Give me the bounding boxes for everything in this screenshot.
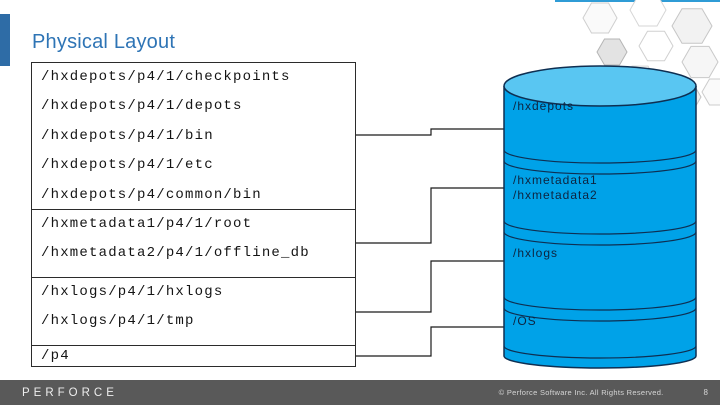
title-accent-bar: [0, 14, 10, 66]
disk-label-hxdepots: /hxdepots: [513, 99, 574, 113]
path-item: /hxmetadata1/p4/1/root: [41, 216, 253, 232]
path-group-p4: /p4: [31, 345, 356, 367]
disk-label-os: /OS: [513, 314, 537, 328]
path-item: /hxdepots/p4/1/bin: [41, 127, 214, 144]
connector-os: [356, 326, 506, 357]
disk-divider: [503, 307, 697, 322]
connector-hxmetadata: [356, 187, 506, 244]
path-item: /hxlogs/p4/1/tmp: [41, 313, 195, 329]
disk-label-hxlogs: /hxlogs: [513, 246, 558, 260]
disk-body: [503, 86, 697, 369]
perforce-logo: PERFORCE: [22, 386, 118, 399]
disk-divider: [503, 231, 697, 246]
path-item: /hxmetadata2/p4/1/offline_db: [41, 245, 310, 261]
path-item: /p4: [41, 348, 70, 364]
path-item: /hxdepots/p4/1/etc: [41, 157, 214, 174]
path-group-hxmetadata: /hxmetadata1/p4/1/root /hxmetadata2/p4/1…: [31, 209, 356, 278]
path-group-hxdepots: /hxdepots/p4/1/checkpoints /hxdepots/p4/…: [31, 62, 356, 210]
page-title: Physical Layout: [32, 31, 176, 53]
path-item: /hxlogs/p4/1/hxlogs: [41, 284, 224, 300]
connector-hxlogs: [356, 260, 506, 313]
disk-label-hxmetadata2: /hxmetadata2: [513, 188, 598, 202]
disk-label-hxmetadata1: /hxmetadata1: [513, 173, 598, 187]
disk-cylinder: /hxdepots /hxmetadata1 /hxmetadata2 /hxl…: [503, 65, 697, 369]
disk-divider: [503, 220, 697, 235]
path-item: /hxdepots/p4/1/depots: [41, 98, 243, 115]
footer-right: © Perforce Software Inc. All Rights Rese…: [499, 380, 708, 405]
copyright-text: © Perforce Software Inc. All Rights Rese…: [498, 388, 664, 397]
path-item: /hxdepots/p4/common/bin: [41, 186, 262, 203]
disk-divider: [503, 345, 697, 359]
connector-hxdepots: [356, 128, 506, 136]
disk-top-face: [503, 65, 697, 107]
path-group-hxlogs: /hxlogs/p4/1/hxlogs /hxlogs/p4/1/tmp: [31, 277, 356, 346]
path-item: /hxdepots/p4/1/checkpoints: [41, 69, 291, 85]
disk-divider: [503, 160, 697, 175]
page-number: 8: [703, 388, 708, 397]
disk-divider: [503, 149, 697, 164]
slide-footer: PERFORCE © Perforce Software Inc. All Ri…: [0, 380, 720, 405]
disk-divider: [503, 296, 697, 311]
